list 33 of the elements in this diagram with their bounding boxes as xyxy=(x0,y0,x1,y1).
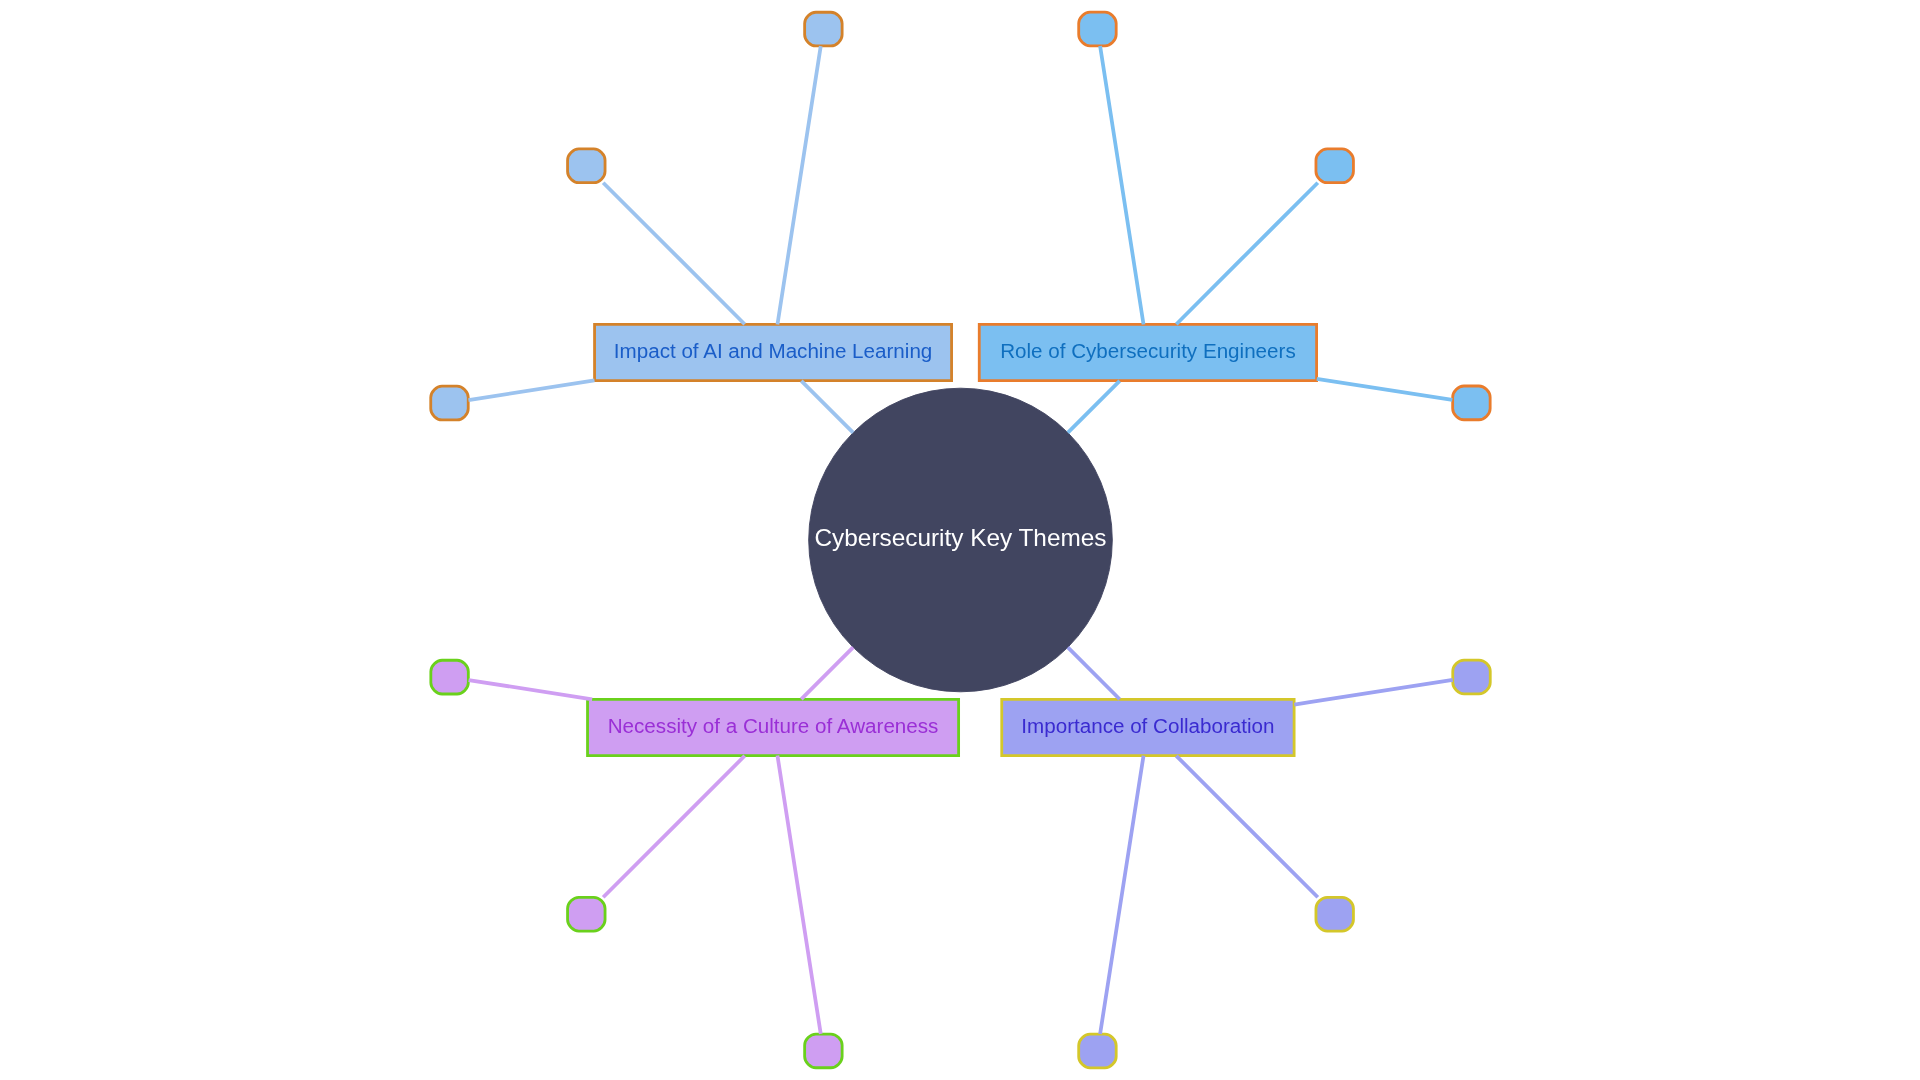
node-box xyxy=(1314,147,1355,185)
connector xyxy=(1097,755,1145,1035)
connector xyxy=(1097,45,1145,325)
node-box: Impact of AI and Machine Learning xyxy=(592,323,953,383)
connector xyxy=(1293,678,1453,707)
node-box xyxy=(1450,384,1492,422)
connector xyxy=(1174,754,1319,899)
connector xyxy=(799,646,854,701)
connector xyxy=(1316,377,1453,402)
node-box xyxy=(565,147,606,185)
node-box xyxy=(802,1032,844,1070)
node-box xyxy=(428,384,470,422)
node-box: Importance of Collaboration xyxy=(999,697,1295,757)
connector xyxy=(1066,379,1121,434)
connector xyxy=(799,379,854,434)
node-circle: Cybersecurity Key Themes xyxy=(807,387,1113,693)
connector xyxy=(601,754,746,899)
node-box xyxy=(1076,10,1118,48)
node-box xyxy=(802,10,844,48)
connector xyxy=(775,45,823,325)
connector xyxy=(775,755,823,1035)
node-box xyxy=(565,895,606,933)
connector xyxy=(1066,646,1121,701)
node-box xyxy=(1076,1032,1118,1070)
node-box xyxy=(1314,895,1355,933)
node-box xyxy=(1450,658,1492,696)
node-box xyxy=(428,658,470,696)
node-box: Role of Cybersecurity Engineers xyxy=(977,323,1318,383)
connector xyxy=(467,378,595,402)
connector xyxy=(1174,181,1319,326)
node-box: Necessity of a Culture of Awareness xyxy=(585,697,960,757)
connector xyxy=(467,678,592,702)
connector xyxy=(601,181,746,326)
